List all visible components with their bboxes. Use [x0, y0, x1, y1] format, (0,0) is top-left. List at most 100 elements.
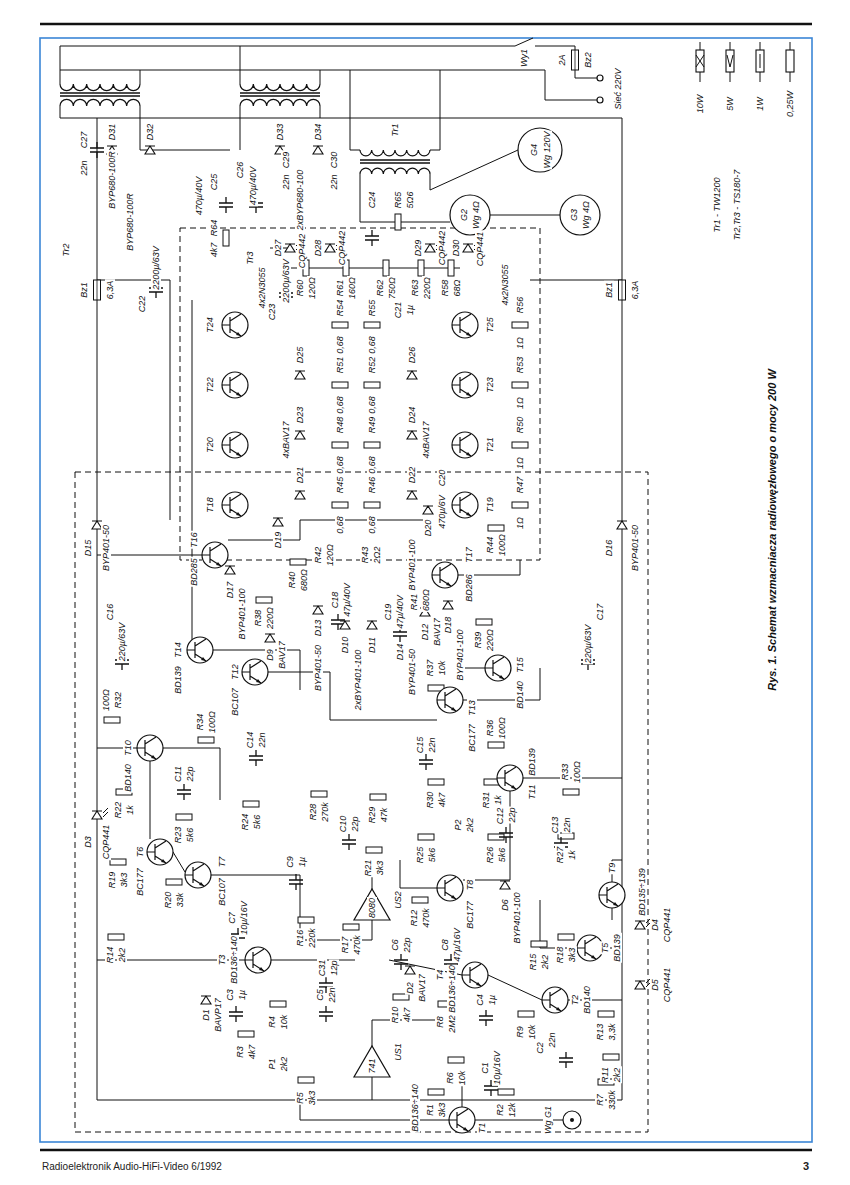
legend-text: 5W	[725, 96, 735, 112]
component-label: C10	[338, 815, 348, 834]
transistor-body	[462, 962, 488, 988]
component-label: R48	[335, 416, 345, 435]
component-label: C1	[480, 1061, 490, 1075]
component-label: Bz1	[604, 281, 614, 299]
component-label: C26	[235, 161, 245, 180]
component-label: 6,3A	[105, 280, 115, 301]
wire	[463, 791, 510, 880]
diode-symbol	[463, 244, 473, 252]
capacitor-symbol	[342, 834, 356, 850]
component-label: R51	[335, 356, 345, 375]
component-label: R8	[435, 1015, 445, 1029]
transistor-leads	[437, 689, 456, 711]
component-label: D1	[201, 1008, 211, 1022]
resistor-symbol	[498, 1089, 514, 1095]
component-label: 4k7	[437, 792, 447, 809]
component-label: 270k	[320, 801, 330, 823]
wire	[240, 46, 241, 84]
component-label: 22n	[79, 159, 89, 176]
component-label: C12	[495, 807, 505, 826]
component-label: R26	[485, 846, 495, 865]
component-label: T19	[485, 496, 495, 514]
capacitor-symbol	[90, 142, 104, 158]
wire	[320, 70, 321, 84]
component-label: 22p	[350, 815, 360, 832]
component-label: T12	[230, 663, 240, 681]
component-label: Tr1 - TW1200	[712, 177, 722, 234]
emitter-arrow	[151, 755, 156, 759]
wire	[60, 106, 340, 118]
wire	[340, 118, 622, 119]
component-label: 0,68	[367, 335, 377, 355]
resistor-symbol	[366, 847, 382, 853]
diode-symbol	[407, 371, 417, 379]
wire	[430, 70, 440, 150]
emitter-arrow	[613, 902, 618, 906]
component-label: BAV17	[277, 640, 287, 670]
opamp-symbol	[354, 1046, 390, 1077]
page-number: 3	[803, 1160, 809, 1172]
transformer-winding	[240, 99, 320, 106]
fuse-symbol	[572, 50, 579, 70]
component-label: C11	[173, 765, 183, 783]
capacitor-symbol	[229, 1006, 243, 1022]
diode-symbol	[423, 506, 433, 514]
emitter-arrow	[463, 1127, 468, 1131]
resistor-symbol	[110, 859, 126, 865]
transistor-symbol	[462, 962, 488, 988]
emitter-arrow	[199, 882, 204, 886]
loudspeaker-symbol	[450, 195, 490, 235]
component-label: R21	[363, 859, 373, 878]
wire	[320, 106, 321, 118]
component-label: R56	[515, 296, 525, 315]
component-label: T21	[485, 436, 495, 454]
resistor-symbol	[270, 1001, 286, 1007]
component-label: R53	[515, 356, 525, 375]
component-label: D33	[275, 123, 285, 142]
component-label: C9	[285, 855, 295, 869]
resistor-symbol	[395, 214, 401, 230]
emitter-arrow	[591, 955, 596, 959]
wire	[240, 95, 320, 96]
transistor-body	[432, 562, 458, 588]
resistor-symbol	[243, 801, 259, 807]
wire	[228, 520, 432, 540]
module-outline	[75, 472, 648, 1132]
component-label: 680Ω	[421, 588, 431, 612]
component-label: C6	[390, 938, 400, 952]
component-label: BYP401-100	[512, 891, 522, 944]
component-label: R40	[287, 571, 297, 590]
transistor-leads	[185, 864, 204, 886]
component-label: 47µ/40V	[342, 582, 352, 618]
emitter-arrow	[556, 1007, 561, 1011]
component-label: 0,68	[335, 395, 345, 415]
component-label: D23	[295, 406, 305, 425]
emitter-arrow	[446, 582, 451, 586]
component-label: Wg G1	[543, 1105, 553, 1135]
component-label: T9	[607, 862, 617, 875]
component-label: T20	[205, 436, 215, 454]
transistor-leads	[242, 661, 261, 683]
component-label: 12k	[507, 1102, 517, 1119]
component-label: US2	[393, 890, 403, 910]
component-label: 2M2	[447, 1014, 457, 1034]
component-label: 680Ω	[299, 568, 309, 592]
component-label: BYP401-100	[407, 538, 417, 591]
diode-symbol	[635, 981, 645, 989]
diode-symbol	[295, 491, 305, 499]
component-label: BD136÷140	[410, 1083, 420, 1132]
component-label: R29	[367, 806, 377, 825]
component-label: BD285	[189, 557, 199, 587]
component-label: R64	[209, 219, 219, 238]
transistor-symbol	[202, 542, 228, 568]
emitter-arrow	[511, 785, 516, 789]
component-label: T1	[477, 1122, 487, 1135]
component-label: BC107	[217, 877, 227, 907]
component-label: 100Ω	[101, 688, 111, 712]
wire	[60, 46, 515, 47]
component-label: BD286	[464, 573, 474, 603]
component-label: 2k2	[117, 947, 127, 964]
component-label: T25	[485, 316, 495, 334]
component-label: 100Ω	[497, 533, 507, 557]
